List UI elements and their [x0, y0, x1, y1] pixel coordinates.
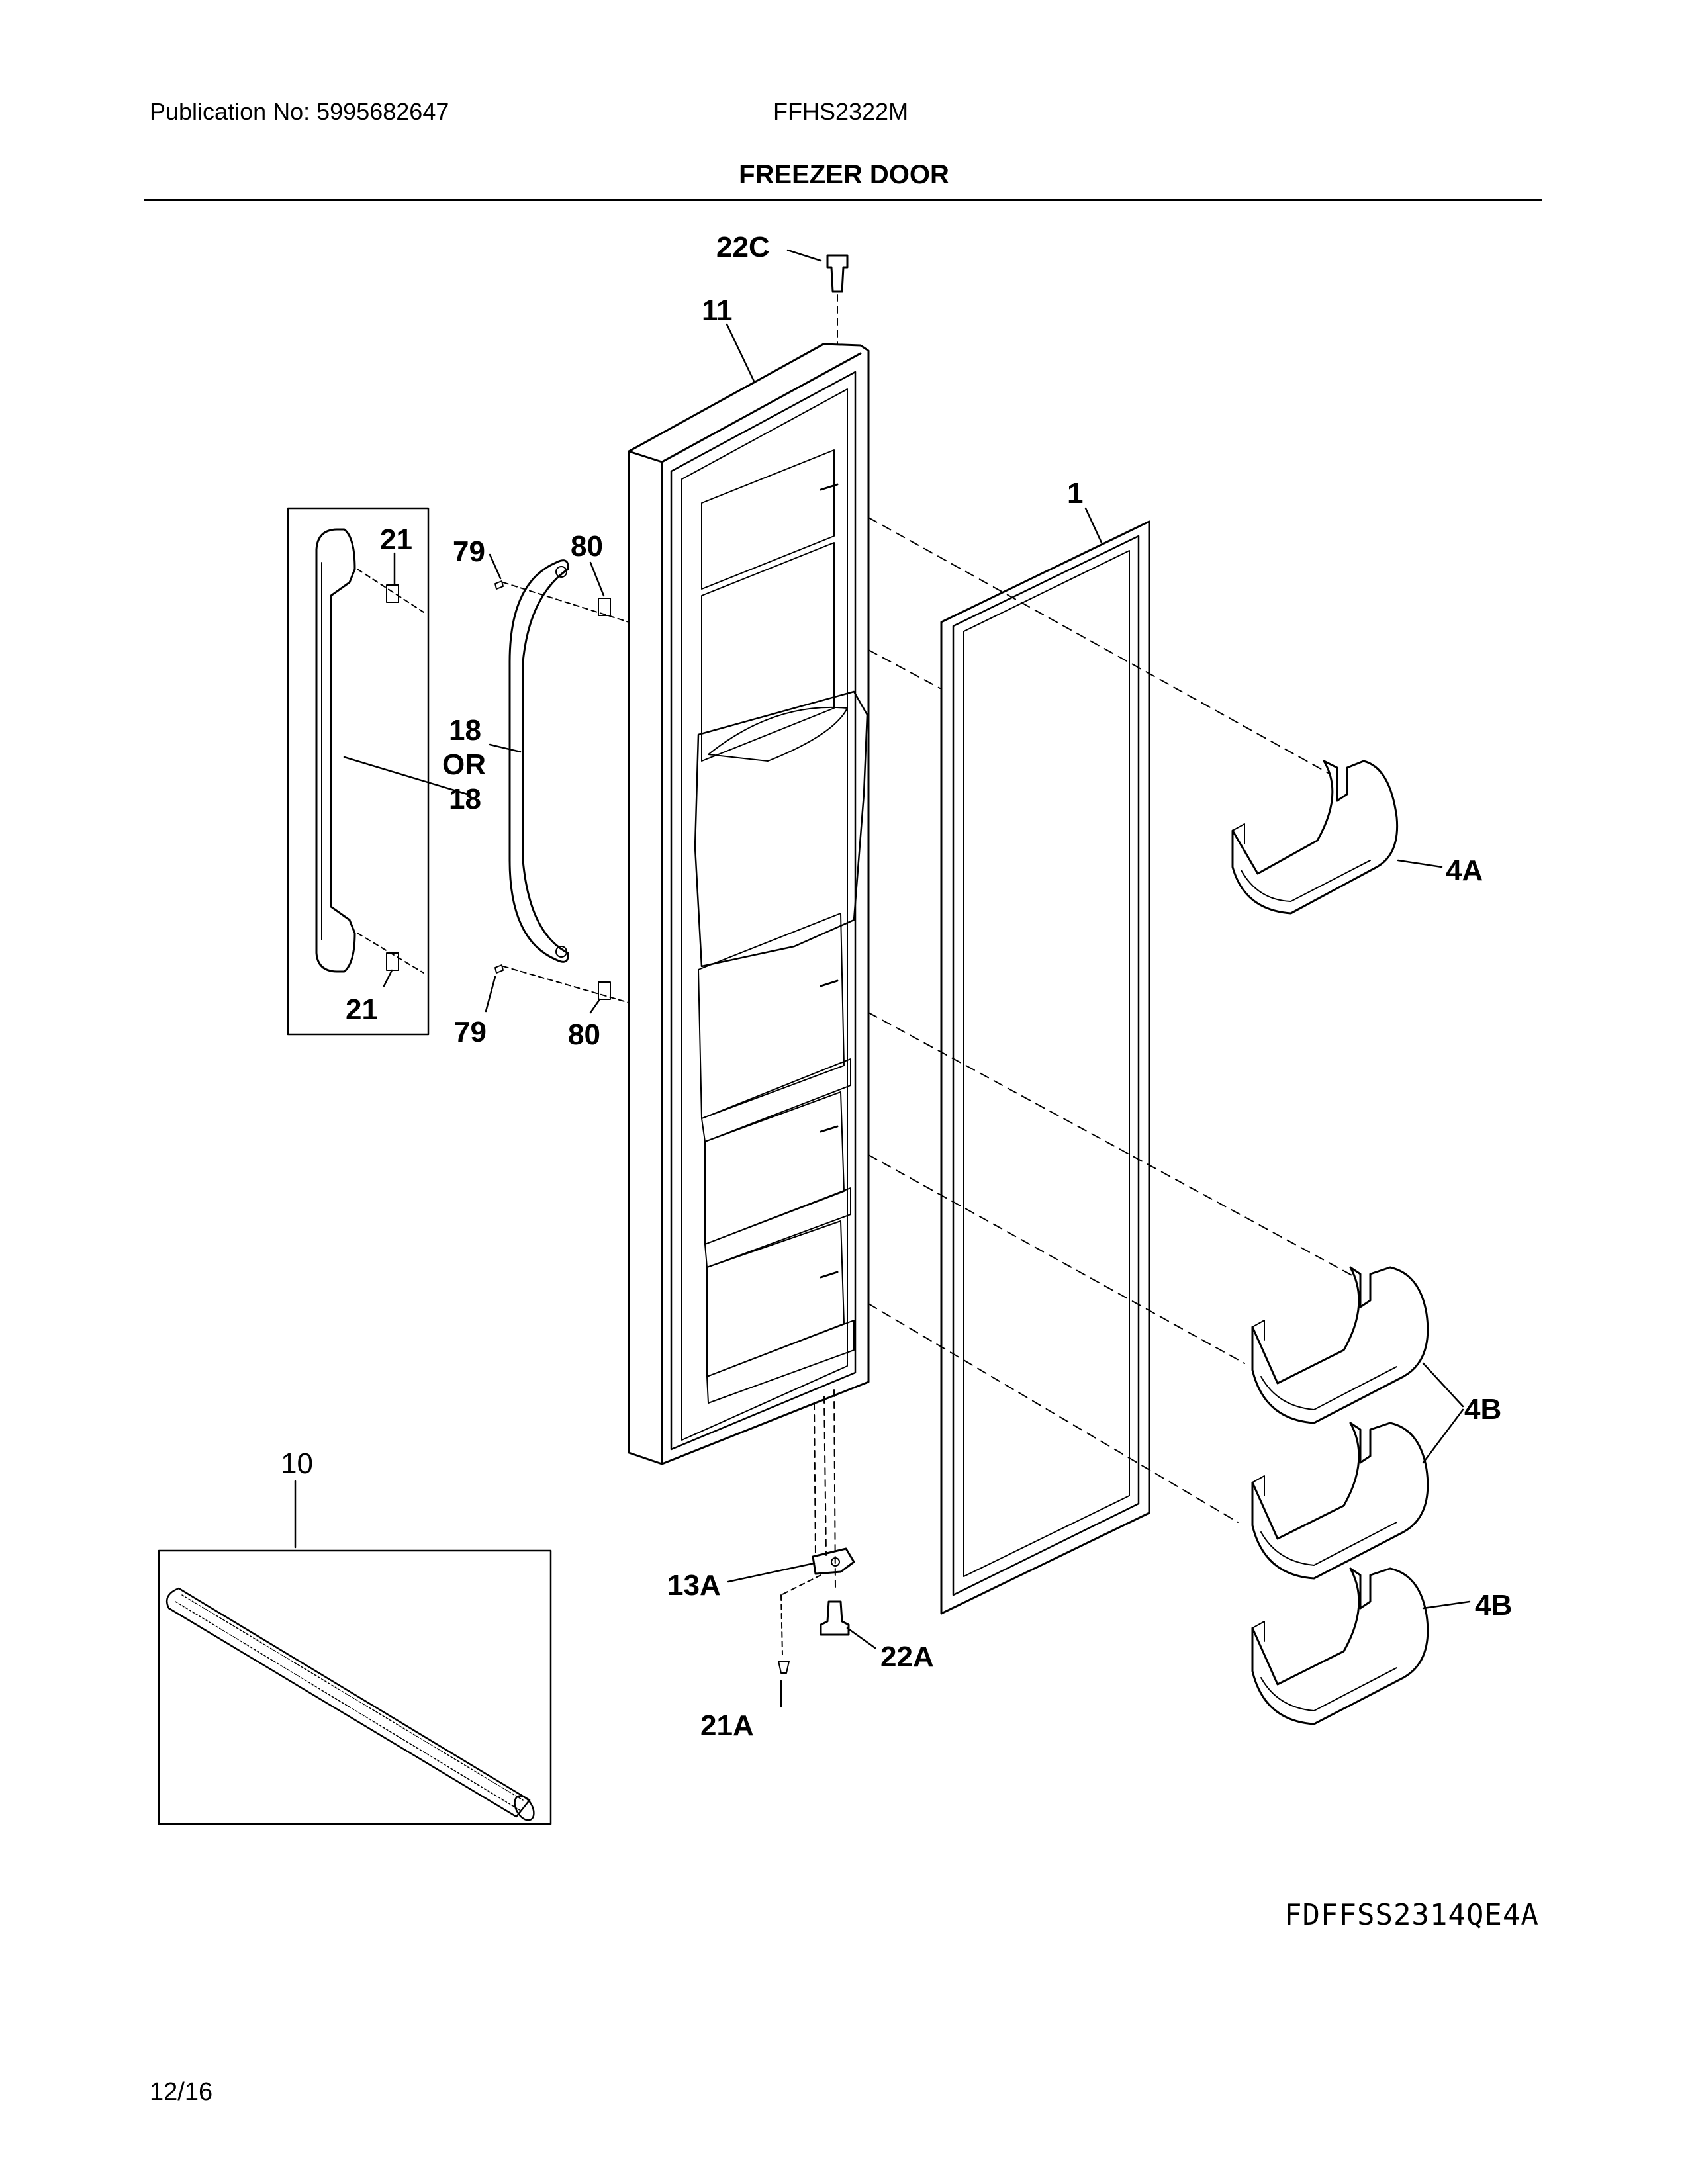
- publication-number: Publication No: 5995682647: [150, 98, 449, 125]
- callout-80-top: 80: [571, 530, 603, 563]
- callout-1: 1: [1067, 477, 1083, 510]
- hinge-bracket-13a: [780, 1547, 855, 1655]
- callout-4b-single: 4B: [1475, 1589, 1512, 1621]
- callout-22a: 22A: [880, 1641, 934, 1673]
- model-number: FFHS2322M: [773, 98, 909, 125]
- callout-22c: 22C: [716, 231, 770, 263]
- screw-79-top: [494, 580, 504, 590]
- callout-18-lower: 18: [449, 783, 481, 815]
- page-date: 12/16: [150, 2078, 213, 2106]
- door-bin-4b-upper: [1251, 1266, 1429, 1424]
- callout-21a: 21A: [700, 1709, 754, 1742]
- screw-79-bottom: [494, 964, 504, 974]
- callout-80-bottom: 80: [568, 1019, 600, 1051]
- projection-lines: [814, 517, 1356, 1589]
- screw-21a: [778, 1661, 790, 1674]
- callout-13a: 13A: [667, 1569, 721, 1602]
- tubing-inset-box: [158, 1549, 552, 1825]
- callout-18-upper: 18: [449, 714, 481, 747]
- hinge-pin-22a: [820, 1600, 850, 1636]
- section-title: FREEZER DOOR: [739, 160, 949, 189]
- callout-4a: 4A: [1446, 854, 1483, 887]
- header-rule: [144, 199, 1542, 201]
- handle-inset-box: [287, 507, 430, 1036]
- callout-79-top: 79: [453, 535, 485, 568]
- alternate-handle: [502, 559, 630, 1003]
- callout-4b-pair: 4B: [1464, 1393, 1501, 1426]
- callout-11: 11: [702, 295, 733, 327]
- callout-21-top: 21: [380, 523, 412, 556]
- door-bin-4a: [1231, 760, 1399, 915]
- door-bin-4b-middle: [1251, 1422, 1429, 1580]
- door-bin-4b-lower: [1251, 1567, 1429, 1725]
- callout-21-bottom: 21: [346, 993, 378, 1026]
- hinge-pin-22c: [826, 254, 849, 345]
- freezer-door-body: [628, 343, 870, 1465]
- callout-10: 10: [281, 1447, 313, 1480]
- door-gasket: [940, 520, 1150, 1615]
- leader-lines: [294, 249, 1471, 1707]
- callout-or: OR: [442, 749, 486, 781]
- callout-79-bottom: 79: [454, 1016, 487, 1048]
- figure-code: FDFFSS2314QE4A: [1284, 1898, 1539, 1932]
